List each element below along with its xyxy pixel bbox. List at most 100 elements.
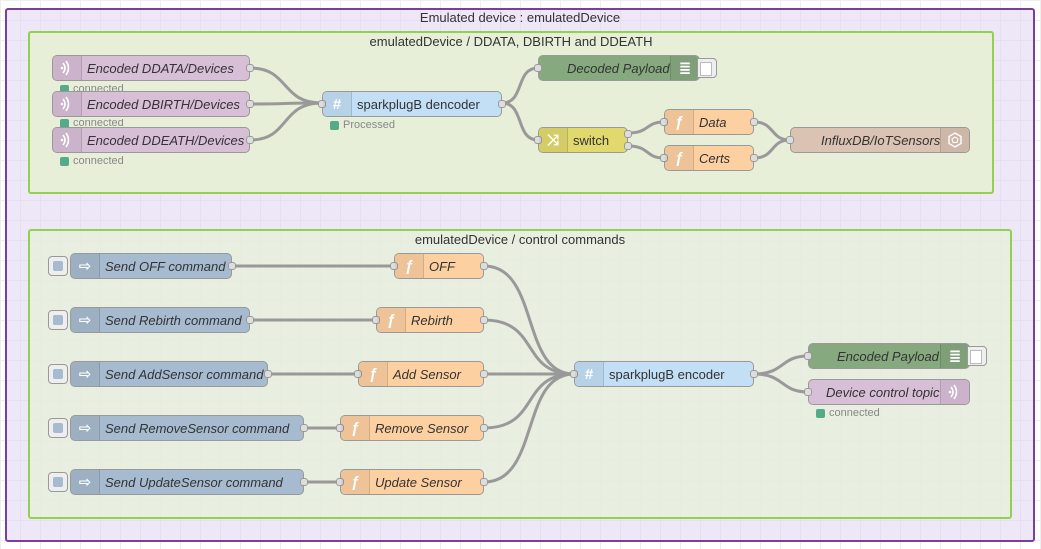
database-icon [940, 128, 969, 152]
output-port[interactable] [300, 424, 308, 432]
inject-trigger-button[interactable] [48, 472, 68, 492]
input-port[interactable] [336, 424, 344, 432]
node-label: Update Sensor [375, 474, 462, 490]
function-icon: ƒ [665, 110, 694, 134]
debug-toggle-button[interactable] [697, 58, 717, 78]
node-label: Send AddSensor command [105, 366, 264, 382]
function-certs-node[interactable]: ƒ Certs [660, 145, 758, 171]
output-port[interactable] [264, 370, 272, 378]
output-port[interactable] [228, 262, 236, 270]
status-dot [816, 408, 825, 418]
decoded-payload-debug-node[interactable]: Decoded Payload ≣ [534, 55, 717, 81]
sparkplug-encoder-node[interactable]: # sparkplugB encoder [570, 361, 758, 387]
status-badge: Processed [330, 119, 395, 131]
input-port[interactable] [390, 262, 398, 270]
sparkplug-decoder-node[interactable]: # sparkplugB dencoder [318, 91, 506, 117]
node-label: InfluxDB/IoTSensors [821, 132, 941, 148]
inject-send-off-node[interactable]: ⇨ Send OFF command [48, 253, 236, 279]
output-port[interactable] [480, 316, 488, 324]
node-label: Encoded DDATA/Devices [87, 60, 234, 76]
arrow-right-icon: ⇨ [71, 470, 100, 494]
node-label: Decoded Payload [567, 60, 670, 76]
status-dot [60, 156, 69, 166]
status-dot [60, 84, 69, 94]
input-port[interactable] [804, 352, 812, 360]
output-port[interactable] [480, 262, 488, 270]
output-port[interactable] [246, 100, 254, 108]
output-port-1[interactable] [624, 130, 632, 138]
input-port[interactable] [804, 388, 812, 396]
input-port[interactable] [786, 136, 794, 144]
input-port[interactable] [570, 370, 578, 378]
node-label: Data [699, 114, 727, 130]
function-remove-sensor-node[interactable]: ƒ Remove Sensor [336, 415, 488, 441]
input-port[interactable] [660, 118, 668, 126]
output-port[interactable] [246, 64, 254, 72]
switch-icon: ⤨ [539, 128, 568, 152]
inject-send-addsensor-node[interactable]: ⇨ Send AddSensor command [48, 361, 272, 387]
output-port[interactable] [750, 118, 758, 126]
inject-trigger-button[interactable] [48, 256, 68, 276]
influxdb-out-node[interactable]: InfluxDB/IoTSensors [786, 127, 970, 153]
output-port[interactable] [246, 316, 254, 324]
hash-icon: # [323, 92, 352, 116]
status-text: connected [73, 155, 124, 167]
input-port[interactable] [372, 316, 380, 324]
inject-trigger-button[interactable] [48, 310, 68, 330]
group-label-bottom: emulatedDevice / control commands [414, 232, 626, 247]
node-label: Add Sensor [393, 366, 461, 382]
output-port[interactable] [750, 154, 758, 162]
inject-send-removesensor-node[interactable]: ⇨ Send RemoveSensor command [48, 415, 308, 441]
status-dot [330, 120, 339, 130]
status-dot [60, 119, 69, 127]
node-label: Remove Sensor [375, 420, 469, 436]
input-port[interactable] [354, 370, 362, 378]
status-text: connected [829, 407, 880, 419]
function-add-sensor-node[interactable]: ƒ Add Sensor [354, 361, 488, 387]
input-port[interactable] [534, 136, 542, 144]
function-icon: ƒ [341, 470, 370, 494]
input-port[interactable] [318, 100, 326, 108]
node-label: Certs [699, 150, 731, 166]
arrow-right-icon: ⇨ [71, 362, 100, 386]
mqtt-in-ddata-node[interactable]: Encoded DDATA/Devices [52, 55, 254, 81]
status-badge: connected [60, 155, 124, 167]
switch-node[interactable]: ⤨ switch [534, 127, 632, 153]
output-port-2[interactable] [624, 142, 632, 150]
inject-send-updatesensor-node[interactable]: ⇨ Send UpdateSensor command [48, 469, 308, 495]
function-icon: ƒ [377, 308, 406, 332]
output-port[interactable] [480, 478, 488, 486]
function-icon: ƒ [665, 146, 694, 170]
node-label: Send UpdateSensor command [105, 474, 283, 490]
mqtt-in-dbirth-node[interactable]: Encoded DBIRTH/Devices [52, 91, 254, 117]
function-off-node[interactable]: ƒ OFF [390, 253, 488, 279]
function-update-sensor-node[interactable]: ƒ Update Sensor [336, 469, 488, 495]
status-text: Processed [343, 119, 395, 131]
input-port[interactable] [336, 478, 344, 486]
hash-icon: # [575, 362, 604, 386]
arrow-right-icon: ⇨ [71, 308, 100, 332]
function-data-node[interactable]: ƒ Data [660, 109, 758, 135]
output-port[interactable] [498, 100, 506, 108]
debug-toggle-button[interactable] [967, 346, 987, 366]
node-label: Send Rebirth command [105, 312, 242, 328]
mqtt-in-ddeath-node[interactable]: Encoded DDEATH/Devices [52, 127, 254, 153]
inject-trigger-button[interactable] [48, 418, 68, 438]
list-icon: ≣ [940, 344, 969, 368]
output-port[interactable] [480, 424, 488, 432]
node-label: Encoded DBIRTH/Devices [87, 96, 240, 112]
list-icon: ≣ [670, 56, 699, 80]
output-port[interactable] [300, 478, 308, 486]
node-label: Encoded DDEATH/Devices [87, 132, 245, 148]
inject-send-rebirth-node[interactable]: ⇨ Send Rebirth command [48, 307, 254, 333]
inject-trigger-button[interactable] [48, 364, 68, 384]
encoded-payload-debug-node[interactable]: Encoded Payload ≣ [804, 343, 987, 369]
function-rebirth-node[interactable]: ƒ Rebirth [372, 307, 488, 333]
mqtt-out-device-control-node[interactable]: Device control topic [804, 379, 970, 405]
output-port[interactable] [246, 136, 254, 144]
wifi-signal-icon [53, 56, 82, 80]
input-port[interactable] [660, 154, 668, 162]
input-port[interactable] [534, 64, 542, 72]
output-port[interactable] [750, 370, 758, 378]
output-port[interactable] [480, 370, 488, 378]
